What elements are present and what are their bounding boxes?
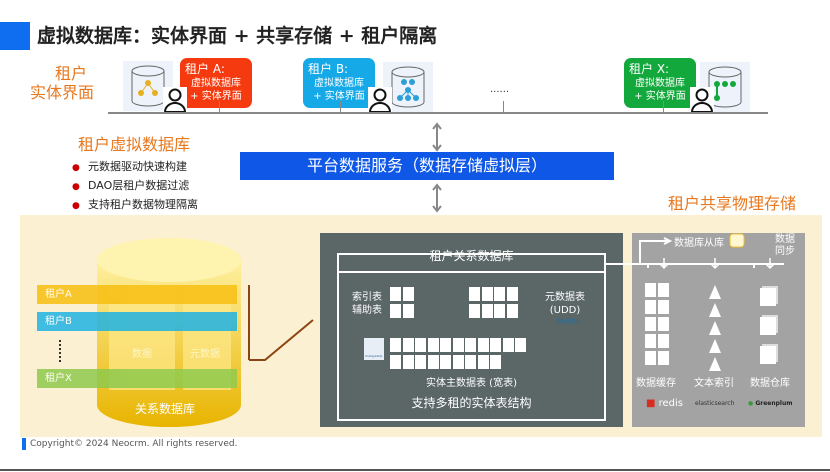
bottom-divider xyxy=(0,469,830,471)
bidirectional-arrow-icon xyxy=(432,183,442,213)
main-table-label: 实体主数据表 (宽表) xyxy=(426,378,517,389)
label-line: 租户 xyxy=(55,64,88,83)
bullet-item: ●支持租户数据物理隔离 xyxy=(72,198,198,211)
relational-db-header: 租户关系数据库 xyxy=(429,249,514,263)
tenant-x-box: 租户 X: 虚拟数据库 + 实体界面 xyxy=(624,58,696,108)
ellipsis: ...... xyxy=(490,84,510,95)
tenant-name: 租户 X: xyxy=(629,62,670,76)
tenant-x-row: 租户X xyxy=(37,369,237,388)
divider xyxy=(337,271,606,273)
connector xyxy=(340,101,341,113)
connector xyxy=(663,101,664,113)
tenant-name: 租户 B: xyxy=(308,62,349,76)
replica-label: 数据库从库 xyxy=(674,238,724,249)
warehouse-label: 数据仓库 xyxy=(750,378,790,389)
bullet-item: ●DAO层租户数据过滤 xyxy=(72,179,190,192)
text-index-label: 文本索引 xyxy=(694,378,734,389)
tenant-b-row: 租户B xyxy=(37,312,237,331)
tenant-line: 虚拟数据库 xyxy=(191,78,241,89)
bidirectional-arrow-icon xyxy=(432,122,442,152)
user-icon xyxy=(163,87,187,113)
connector xyxy=(219,101,220,113)
tenant-bus-line xyxy=(108,112,768,114)
page-title: 虚拟数据库：实体界面 + 共享存储 + 租户隔离 xyxy=(37,25,438,47)
tenant-name: 租户 A: xyxy=(185,62,225,76)
tenant-line: 虚拟数据库 xyxy=(635,78,685,89)
shared-storage-label: 租户共享物理存储 xyxy=(668,194,797,213)
virtual-db-title: 租户虚拟数据库 xyxy=(78,135,191,154)
tenant-b-box: 租户 B: 虚拟数据库 + 实体界面 xyxy=(303,58,375,108)
index-table-label: 索引表辅助表 xyxy=(352,292,382,316)
elasticsearch-logo: elasticsearch xyxy=(695,400,735,407)
mysql-logo: MySQL xyxy=(557,318,581,325)
tenant-relational-db-panel xyxy=(320,233,623,427)
tenant-line: + 实体界面 xyxy=(313,91,365,102)
connector-line xyxy=(248,285,314,361)
user-icon xyxy=(368,87,392,113)
metadata-tables xyxy=(469,287,531,321)
title-accent xyxy=(0,22,30,50)
database-icon xyxy=(729,233,745,248)
cylinder-label: 关系数据库 xyxy=(135,402,196,416)
tenant-line: 虚拟数据库 xyxy=(314,78,364,89)
index-tables xyxy=(390,287,426,321)
metadata-table-label: 元数据表(UDD) xyxy=(545,292,585,316)
down-arrows xyxy=(659,258,775,270)
redis-logo: ■ redis xyxy=(646,398,684,409)
sync-arrows xyxy=(606,237,784,268)
postgresql-logo: PostgreSQL xyxy=(364,338,384,360)
sync-label: 数据同步 xyxy=(775,234,795,257)
tenant-line: + 实体界面 xyxy=(634,91,686,102)
warehouse-cubes xyxy=(760,288,776,364)
tenant-a-box: 租户 A: 虚拟数据库 + 实体界面 xyxy=(180,58,252,108)
bullet-item: ●元数据驱动快速构建 xyxy=(72,160,187,173)
connector xyxy=(503,101,504,113)
user-icon xyxy=(690,87,714,113)
cache-label: 数据缓存 xyxy=(636,378,676,389)
entity-main-tables xyxy=(390,338,530,372)
tenant-ui-label: 租户 实体界面 xyxy=(30,64,94,102)
relational-footer: 支持多租的实体表结构 xyxy=(411,396,532,410)
tenant-line: + 实体界面 xyxy=(190,91,242,102)
text-index-icons xyxy=(709,285,721,371)
copyright: Copyright© 2024 Neocrm. All rights reser… xyxy=(22,438,237,450)
cache-blocks xyxy=(645,283,671,368)
vertical-ellipsis xyxy=(59,340,61,362)
tenant-a-row: 租户A xyxy=(37,285,237,304)
metadata-column-label: 元数据 xyxy=(190,349,220,360)
platform-data-service: 平台数据服务（数据存储虚拟层） xyxy=(240,152,614,180)
greenplum-logo: ● Greenplum xyxy=(748,400,793,407)
label-line: 实体界面 xyxy=(30,83,95,102)
data-column-label: 数据 xyxy=(132,349,152,360)
relational-db-frame xyxy=(337,253,606,421)
virtual-db-bullets: ●元数据驱动快速构建 ●DAO层租户数据过滤 ●支持租户数据物理隔离 xyxy=(72,158,198,215)
